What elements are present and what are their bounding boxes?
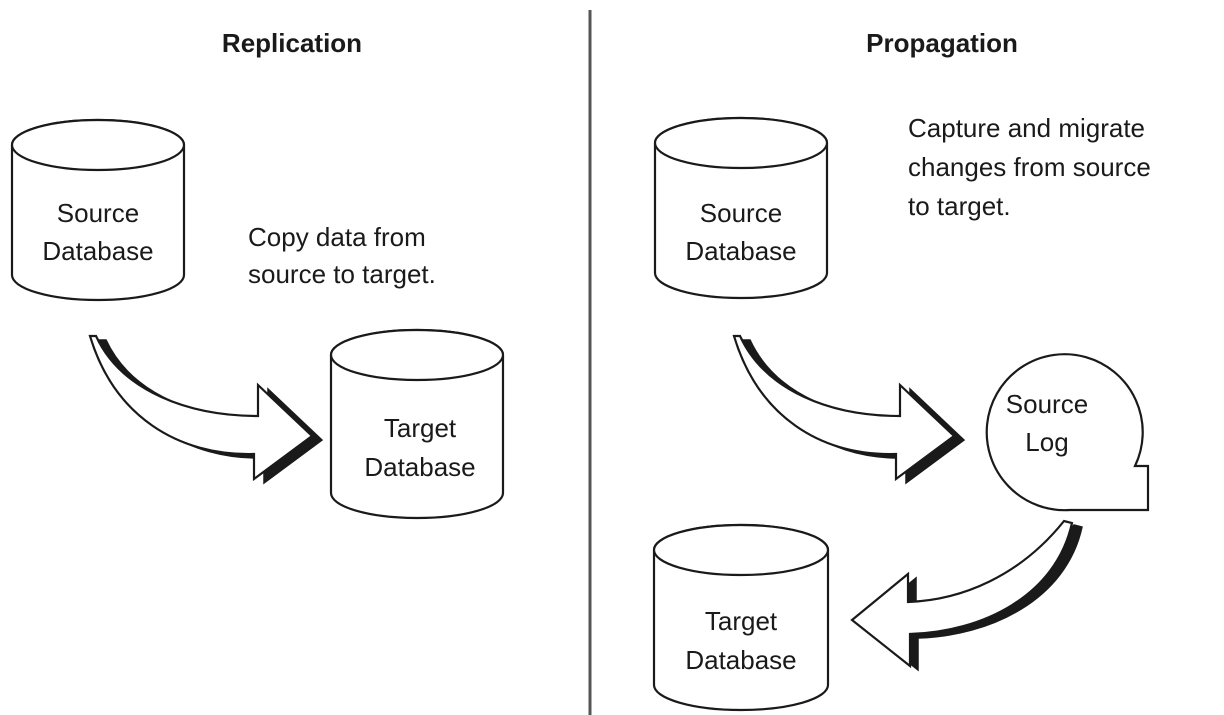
propagation-capture-arrow (732, 334, 966, 485)
propagation-source-log-label-line2: Log (1025, 427, 1068, 457)
replication-copy-arrow (88, 334, 324, 485)
propagation-target-database: Target Database (652, 523, 830, 712)
replication-source-db-label-line2: Database (42, 236, 153, 266)
propagation-target-db-label-line2: Database (685, 645, 796, 675)
propagation-source-db-label-line2: Database (685, 236, 796, 266)
replication-title: Replication (222, 28, 362, 58)
propagation-target-db-label-line1: Target (705, 606, 778, 636)
propagation-source-database: Source Database (653, 116, 829, 300)
replication-target-db-label-line2: Database (364, 452, 475, 482)
propagation-source-log: Source Log (985, 353, 1150, 512)
propagation-note-line3: to target. (908, 191, 1011, 221)
propagation-note-line1: Capture and migrate (908, 113, 1145, 143)
replication-source-database: Source Database (10, 118, 186, 302)
replication-note-line2: source to target. (248, 259, 436, 289)
replication-target-db-label-line1: Target (384, 413, 457, 443)
propagation-source-db-label-line1: Source (700, 198, 782, 228)
replication-source-db-label-line1: Source (57, 198, 139, 228)
replication-note-line1: Copy data from (248, 222, 426, 252)
propagation-title: Propagation (866, 28, 1018, 58)
propagation-migrate-arrow (850, 519, 1083, 672)
propagation-note-line2: changes from source (908, 152, 1151, 182)
propagation-source-log-label-line1: Source (1006, 389, 1088, 419)
replication-target-database: Target Database (329, 328, 505, 520)
